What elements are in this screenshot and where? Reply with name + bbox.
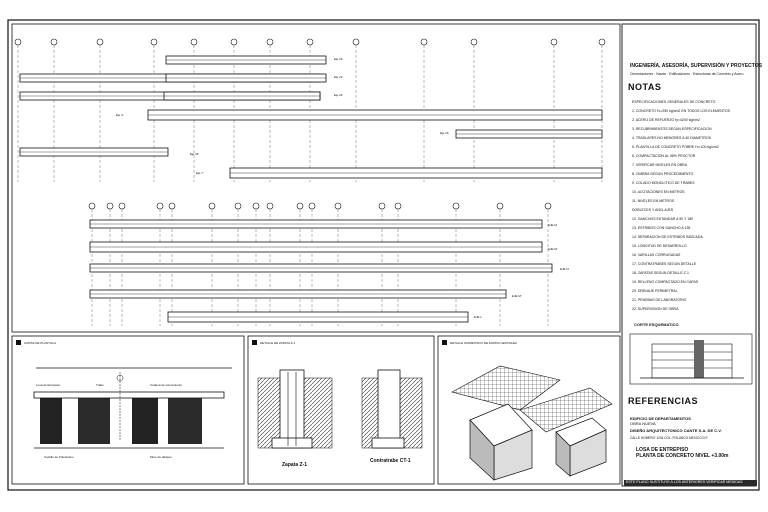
note-line: 7. VERIFICAR NIVELES EN OBRA bbox=[632, 163, 688, 167]
note-line: 13. ESTRIBOS CON GANCHO A 135 bbox=[632, 226, 691, 230]
note-line: 5. PLANTILLA DE CONCRETO POBRE f'c=100 k… bbox=[632, 145, 719, 149]
axis-label-1: Eje 20 bbox=[334, 57, 343, 61]
axis-label-10: EJE N' bbox=[560, 267, 570, 271]
note-line: 16. VARILLAS CORRUGADAS bbox=[632, 253, 681, 257]
axis-label-5: Eje 16 bbox=[440, 131, 449, 135]
axis-labels: Eje 20 Eje 22 Eje 26 Eje 4' Eje 16 Eje 3… bbox=[116, 57, 570, 319]
note-line: 19. RELLENO COMPACTADO EN CAPAS bbox=[632, 280, 699, 284]
note-line: 20. DRENAJE PERIMETRAL bbox=[632, 289, 678, 293]
detail-2-label-2: Contratrabe CT-1 bbox=[370, 458, 411, 464]
note-line: ESPECIFICACIONES GENERALES DE CONCRETO bbox=[632, 100, 716, 104]
mid-axis-markers bbox=[88, 202, 552, 326]
plan-subtitle: PLANTA DE CONCRETO NIVEL +3.00m bbox=[636, 453, 729, 459]
note-line: 3. RECUBRIMIENTOS SEGUN ESPECIFICACION bbox=[632, 127, 712, 131]
note-line: 14. SEPARACION DE ESTRIBOS INDICADA bbox=[632, 235, 703, 239]
note-line: 10. ACOTACIONES EN METROS bbox=[632, 190, 685, 194]
axis-label-4: Eje 4' bbox=[116, 113, 124, 117]
plan-title: LOSA DE ENTREPISO bbox=[636, 447, 689, 453]
note-line: 17. CONTRATRABES SEGUN DETALLE bbox=[632, 262, 697, 266]
project-address: CALLE HOMERO 1234 COL. POLANCO MEXICO D.… bbox=[630, 436, 709, 440]
top-axis-markers bbox=[14, 38, 606, 182]
detail-2-footing bbox=[257, 369, 423, 449]
corte-label: CORTE ESQUEMATICO bbox=[634, 322, 679, 327]
detail-2-label-1: Zapata Z-1 bbox=[282, 462, 307, 468]
axis-label-7: Eje 7' bbox=[196, 171, 204, 175]
note-line: 15. LONGITUD DE DESARROLLO bbox=[632, 244, 687, 248]
axis-label-12: EJE L bbox=[474, 315, 482, 319]
detail-3-isometric bbox=[451, 365, 613, 481]
detail-3-title: DETALLE ISOMETRICO DE ZAPATA CENTRADA bbox=[450, 341, 517, 345]
detail-panels bbox=[11, 335, 621, 485]
note-line: 2. ACERO DE REFUERZO fy=4200 kg/cm2 bbox=[632, 118, 700, 122]
note-line: DOBLECES Y ANCLAJES bbox=[632, 208, 674, 212]
note-line: 6. COMPACTACION AL 95% PROCTOR bbox=[632, 154, 696, 158]
note-line: 9. COLADO MONOLITICO DE TRABES bbox=[632, 181, 695, 185]
detail-1-title: CORTE DE PLANTILLA bbox=[24, 341, 56, 345]
note-line: 12. GANCHOS ESTANDAR A 90 Y 180 bbox=[632, 217, 694, 221]
detail-1-label-1: Losa de Entrepiso bbox=[36, 383, 61, 387]
detail-2-title: DETALLE DE ZAPATA Z-1 bbox=[260, 341, 295, 345]
axis-label-11: EJE M' bbox=[512, 294, 522, 298]
detail-1-label-5: Muro de tabique bbox=[150, 455, 172, 459]
note-line: 22. SUPERVISION DE OBRA bbox=[632, 307, 679, 311]
footer-note: ESTE PLANO SUSTITUYE A LOS ANTERIORES VE… bbox=[624, 480, 757, 486]
project-line-1: EDIFICIO DE DEPARTAMENTOS bbox=[630, 416, 691, 421]
detail-1-label-4: Castillo de Polestireno bbox=[44, 455, 74, 459]
plan-frame bbox=[11, 23, 621, 333]
note-line: 11. NIVELES EN METROS bbox=[632, 199, 675, 203]
company-subline: Cimentaciones · Naves · Edificaciones · … bbox=[630, 72, 744, 76]
notes-heading: NOTAS bbox=[628, 82, 662, 92]
axis-label-6: Eje 36 bbox=[190, 152, 199, 156]
note-line: 1. CONCRETO f'c=250 kg/cm2 EN TODOS LOS … bbox=[632, 109, 730, 113]
detail-1-label-3: Cadena de Cerramiento bbox=[150, 383, 182, 387]
axis-label-8: EJE M bbox=[548, 223, 557, 227]
detail-1-label-2: Trabe bbox=[96, 383, 104, 387]
project-line-2: OBRA NUEVA bbox=[630, 421, 656, 426]
note-line: 21. PRUEBAS DE LABORATORIO bbox=[632, 298, 687, 302]
note-line: 4. TRASLAPES NO MENORES A 40 DIAMETROS bbox=[632, 136, 711, 140]
references-heading: REFERENCIAS bbox=[628, 396, 699, 406]
company-line: INGENIERÍA, ASESORÍA, SUPERVISIÓN Y PROY… bbox=[630, 63, 762, 69]
title-block-frame bbox=[621, 23, 757, 487]
detail-1-section bbox=[33, 367, 232, 449]
detail-labels: CORTE DE PLANTILLA DETALLE DE ZAPATA Z-1… bbox=[16, 340, 517, 468]
axis-label-2: Eje 22 bbox=[334, 75, 343, 79]
note-line: 8. CIMBRA SEGUN PROCEDIMIENTO bbox=[632, 172, 694, 176]
beam-elevations bbox=[19, 55, 603, 323]
note-line: 18. ZAPATAS SEGUN DETALLE Z-1 bbox=[632, 271, 689, 275]
client-name: DISEÑO ARQUITECTONICO CANTE S.A. DE C.V. bbox=[630, 428, 722, 433]
corte-esquematico bbox=[629, 333, 753, 385]
axis-label-3: Eje 26 bbox=[334, 93, 343, 97]
axis-label-9: EJE M' bbox=[548, 247, 558, 251]
